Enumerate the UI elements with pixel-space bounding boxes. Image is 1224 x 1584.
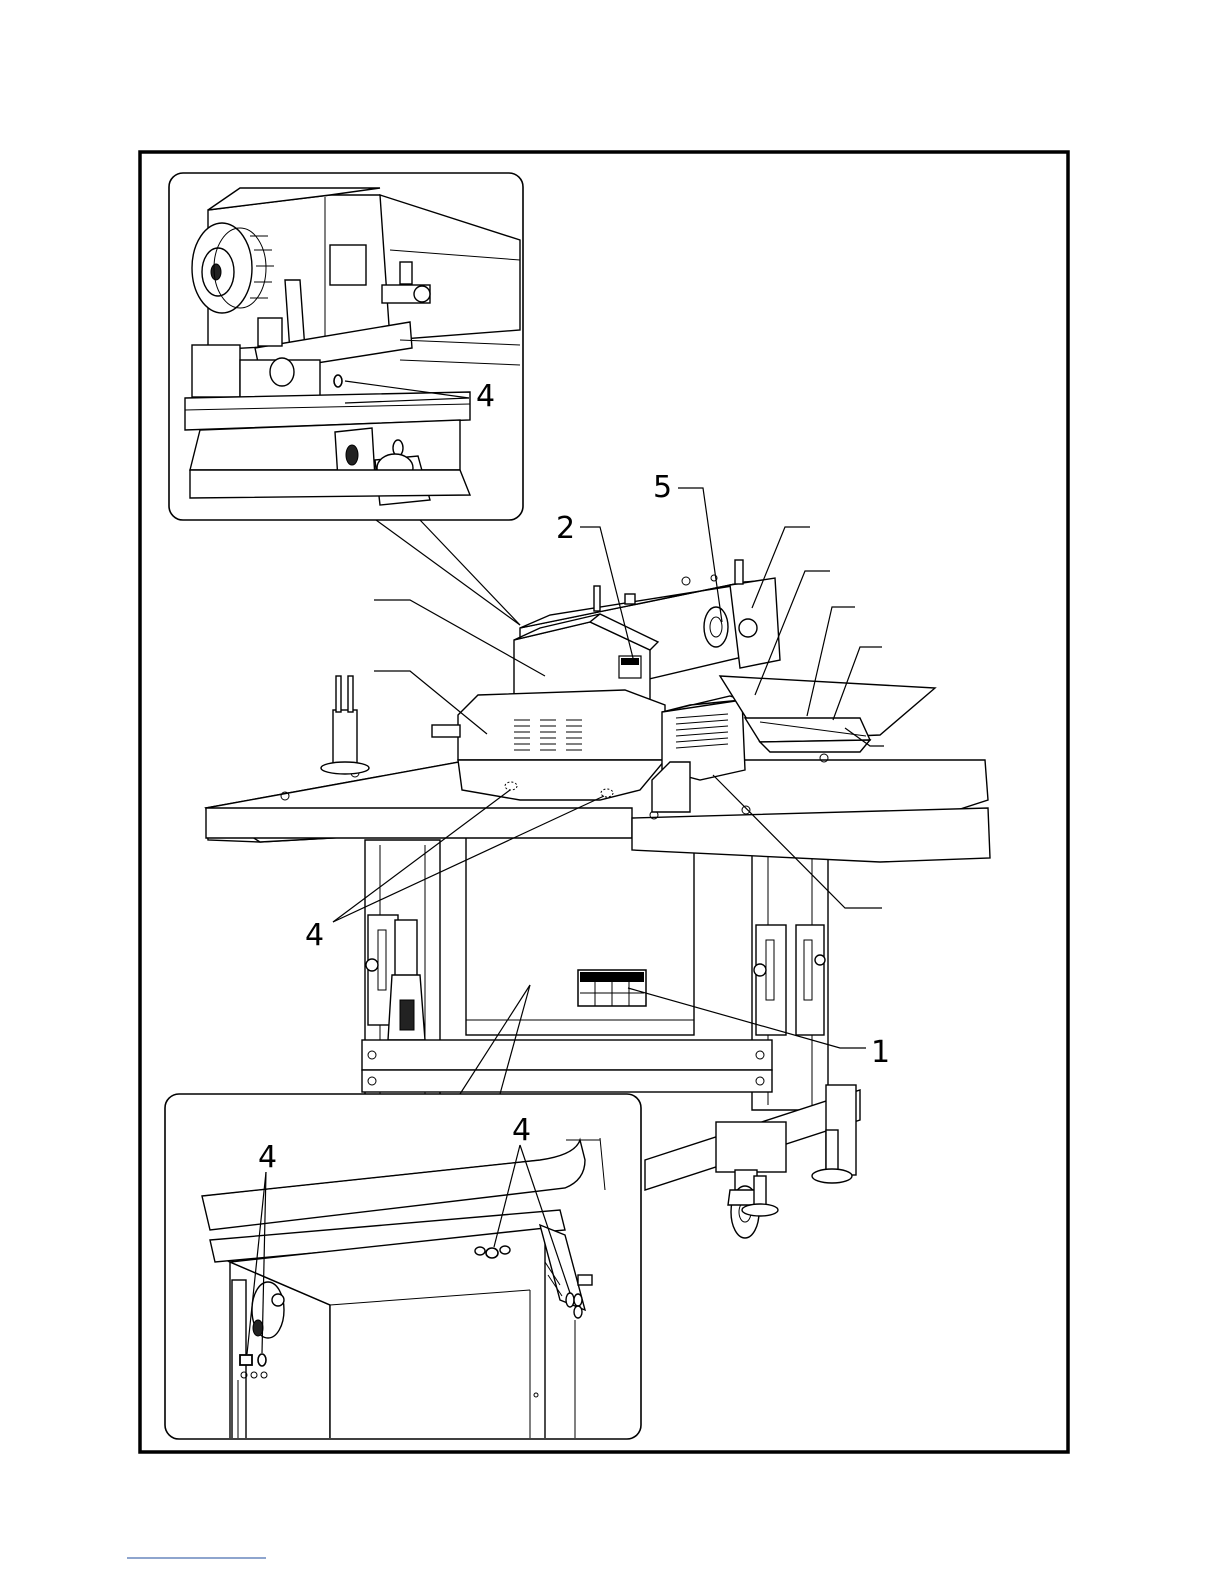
callout-4-main: 4	[305, 918, 324, 953]
top-inset-pointer-b	[376, 520, 520, 625]
screw-hole-left-round	[258, 1354, 266, 1366]
bottom-detail-inset	[165, 1094, 641, 1440]
screw-hole-center	[486, 1248, 498, 1258]
callout-1: 1	[871, 1035, 890, 1070]
warning-label-plate	[578, 970, 646, 1006]
callout-2: 2	[556, 511, 575, 546]
callout-4-bottom-left: 4	[258, 1140, 277, 1175]
screw-hole-upper	[334, 375, 342, 387]
callout-4-bottom-right: 4	[512, 1113, 531, 1148]
top-detail-inset	[169, 173, 523, 520]
callout-4-top-inset: 4	[476, 379, 495, 414]
top-inset-pointer-a	[420, 520, 520, 625]
screw-hole-left-square	[240, 1355, 252, 1365]
callout-5: 5	[653, 470, 672, 505]
hand-pulley	[704, 607, 728, 647]
